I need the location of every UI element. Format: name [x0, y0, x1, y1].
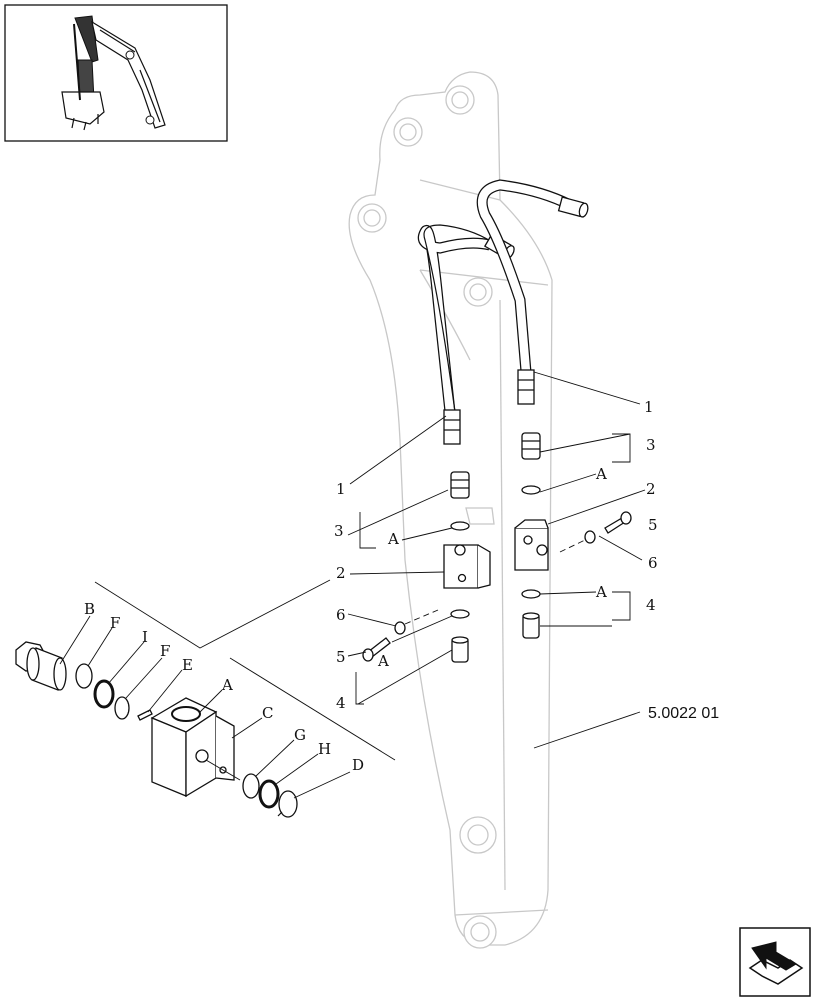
- label-screw-right: 5: [648, 516, 658, 534]
- label-adapter-left: 4: [336, 694, 346, 712]
- screw-right: [604, 511, 632, 534]
- adapter-left: [451, 636, 469, 663]
- detail-ring-h: [258, 779, 280, 809]
- detail-ring-i: [93, 679, 115, 709]
- leader-lines: [347, 371, 646, 749]
- label-seal-right-lower: A: [595, 583, 607, 601]
- connector-left: [450, 471, 470, 499]
- washer-left: [394, 621, 406, 635]
- connector-right: [521, 432, 541, 460]
- detail-block-a: [150, 697, 241, 798]
- label-hose-right: 1: [644, 398, 654, 416]
- block-right: [514, 519, 549, 571]
- detail-label-f2: F: [160, 642, 170, 660]
- detail-ring-f2: [114, 696, 130, 720]
- detail-ring-f1: [75, 663, 93, 689]
- arm-outline: [348, 71, 553, 949]
- detail-ring-g: [242, 773, 260, 799]
- label-connector-left: 3: [334, 522, 344, 540]
- reference-code: 5.0022 01: [648, 705, 719, 722]
- detail-fitting-b: [15, 641, 67, 691]
- block-left: [443, 544, 491, 589]
- label-washer-right: 6: [648, 554, 658, 572]
- seal-right-lower: [521, 589, 541, 599]
- label-adapter-right: 4: [646, 596, 656, 614]
- label-screw-left: 5: [336, 648, 346, 666]
- detail-label-d: D: [352, 756, 364, 774]
- adapter-right: [522, 612, 540, 639]
- detail-label-b: B: [84, 600, 95, 618]
- screw-left: [362, 637, 391, 662]
- label-washer-left: 6: [336, 606, 346, 624]
- label-seal-right-upper: A: [595, 465, 607, 483]
- hose-right: [476, 179, 589, 405]
- detail-label-i: I: [142, 628, 148, 646]
- detail-label-g: G: [294, 726, 306, 744]
- detail-pin-e: [137, 709, 153, 721]
- label-hose-left: 1: [336, 480, 346, 498]
- detail-label-c: C: [262, 704, 273, 722]
- next-page-arrow-icon[interactable]: [739, 927, 811, 997]
- seal-left-upper: [450, 521, 470, 531]
- label-connector-right: 3: [646, 436, 656, 454]
- detail-label-a: A: [221, 676, 233, 694]
- detail-label-h: H: [318, 740, 331, 758]
- seal-left-lower: [450, 609, 470, 619]
- detail-label-e: E: [182, 656, 193, 674]
- seal-right-upper: [521, 485, 541, 495]
- detail-view: [15, 579, 396, 818]
- label-seal-left-upper: A: [387, 530, 399, 548]
- label-block-right: 2: [646, 480, 656, 498]
- label-block-left: 2: [336, 564, 346, 582]
- excavator-arm-thumbnail: [4, 4, 228, 142]
- label-seal-left-lower: A: [377, 652, 389, 670]
- detail-ring-d: [278, 790, 298, 818]
- washer-right: [584, 530, 596, 544]
- detail-label-f1: F: [110, 614, 120, 632]
